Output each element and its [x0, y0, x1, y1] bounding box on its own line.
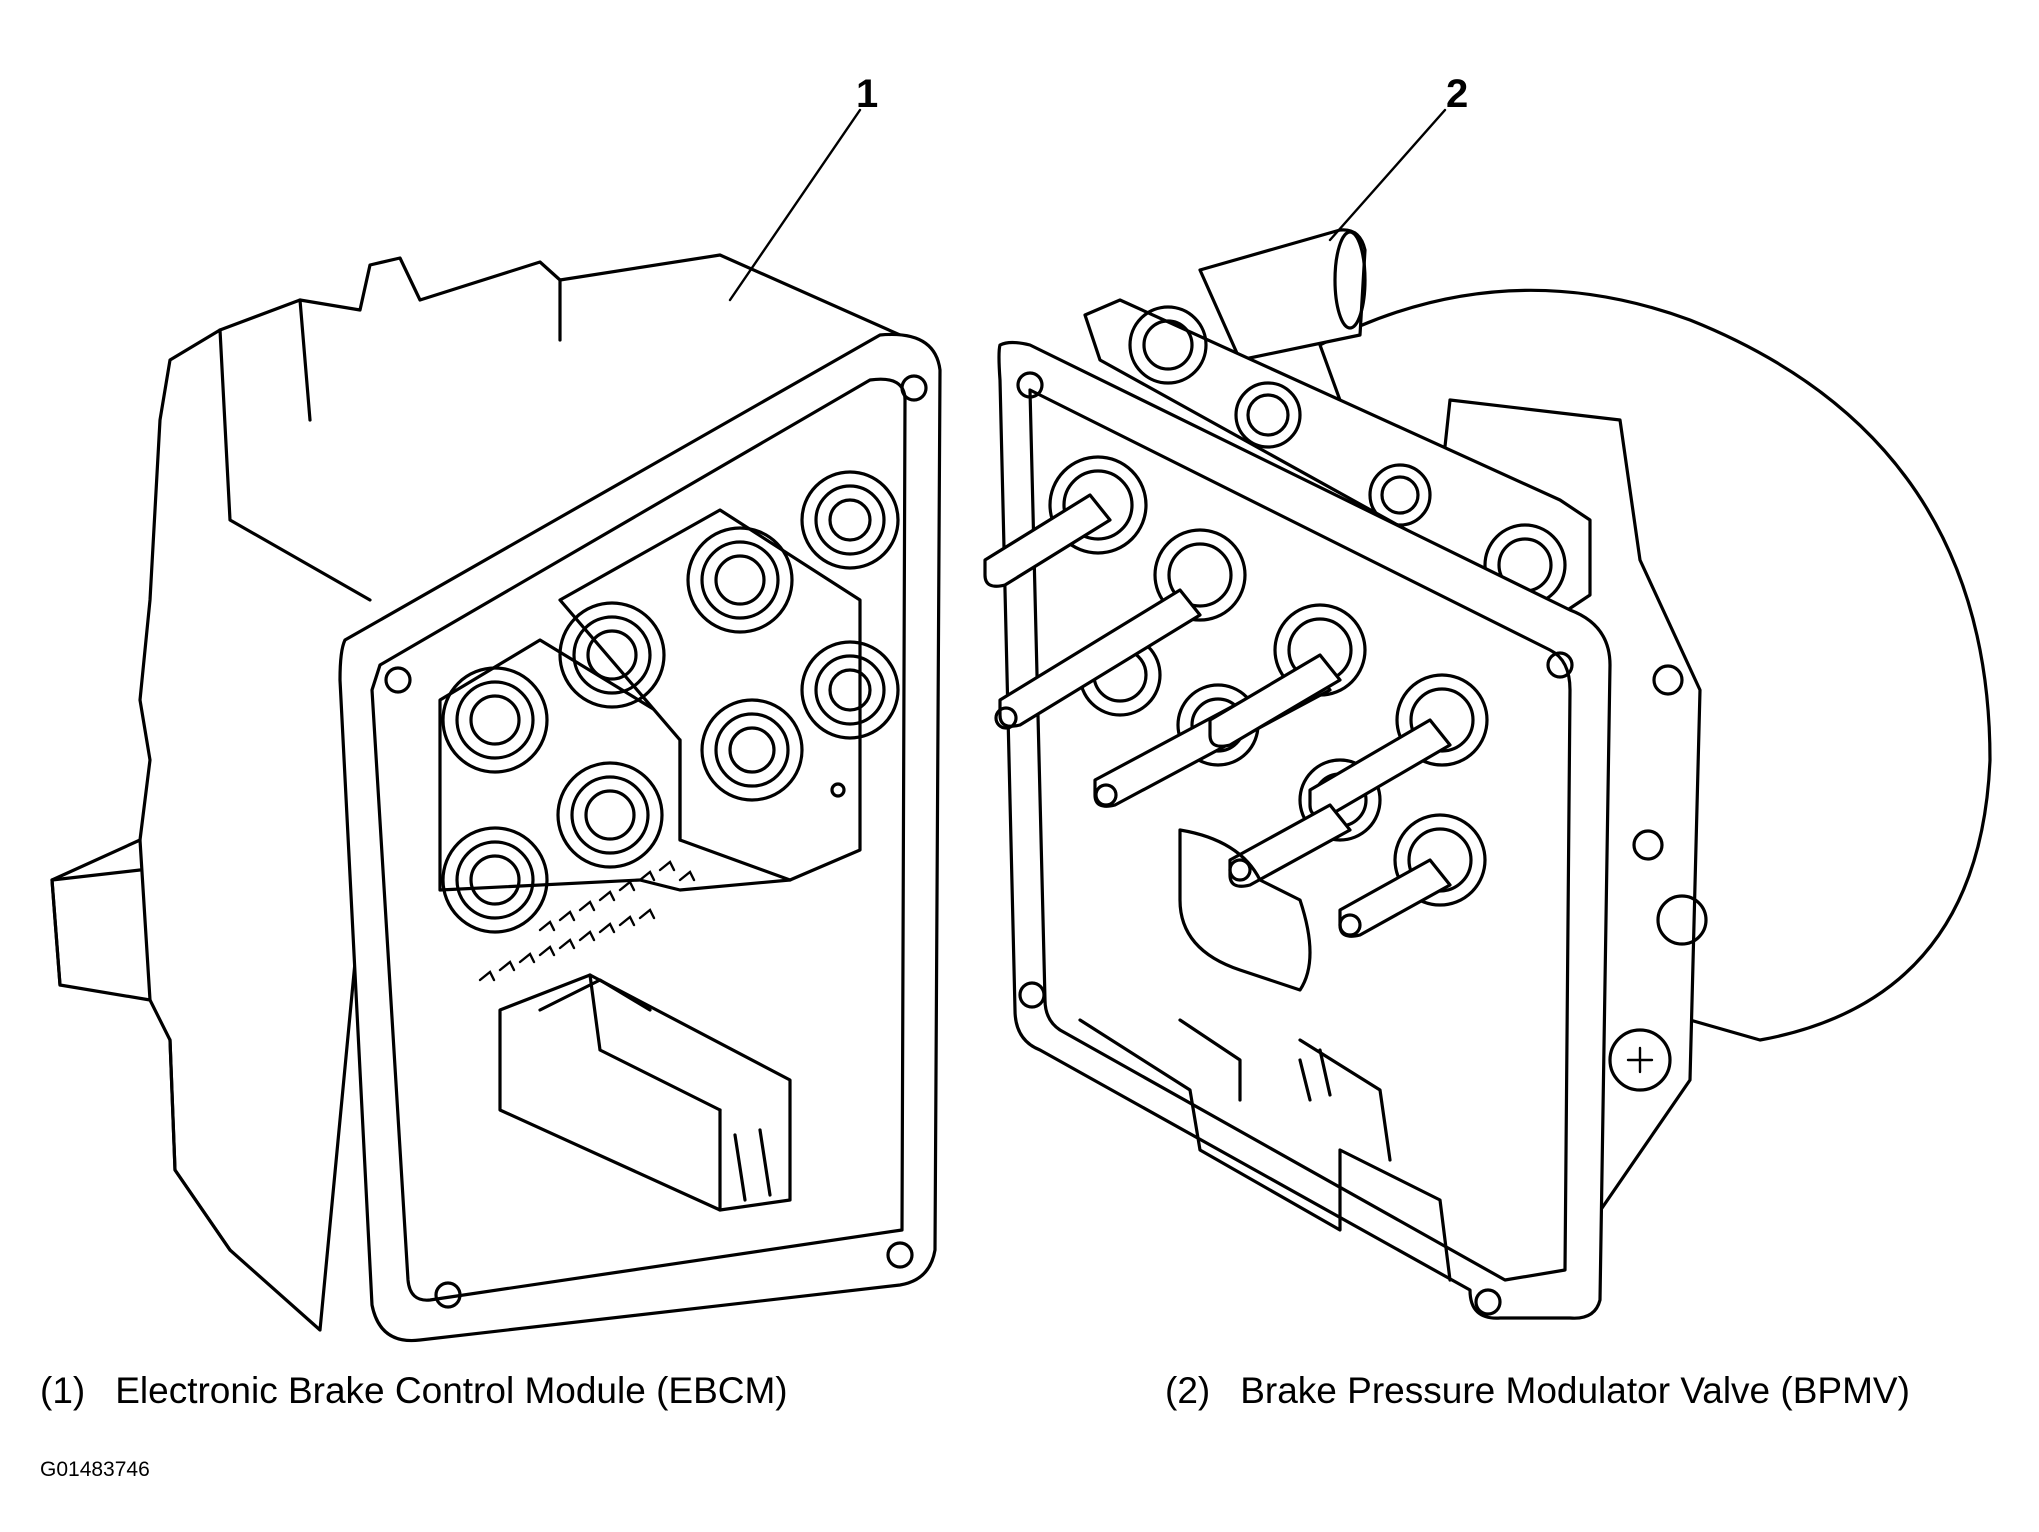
bpmv-valve-drawing — [983, 228, 1992, 1320]
callout-number-1: 1 — [856, 72, 879, 116]
caption-index-1: (1) — [40, 1370, 86, 1411]
caption-text-1: Electronic Brake Control Module (EBCM) — [115, 1370, 788, 1411]
figure-id: G01483746 — [40, 1458, 150, 1481]
caption-bpmv: (2) Brake Pressure Modulator Valve (BPMV) — [1165, 1370, 1910, 1412]
callout-leader-line-1 — [728, 108, 862, 302]
callout-leader-line-2 — [1328, 108, 1447, 242]
caption-text-2: Brake Pressure Modulator Valve (BPMV) — [1240, 1370, 1910, 1411]
ebcm-module-drawing — [50, 253, 942, 1343]
callout-number-2: 2 — [1446, 72, 1469, 116]
caption-index-2: (2) — [1165, 1370, 1211, 1411]
caption-ebcm: (1) Electronic Brake Control Module (EBCM… — [40, 1370, 788, 1412]
